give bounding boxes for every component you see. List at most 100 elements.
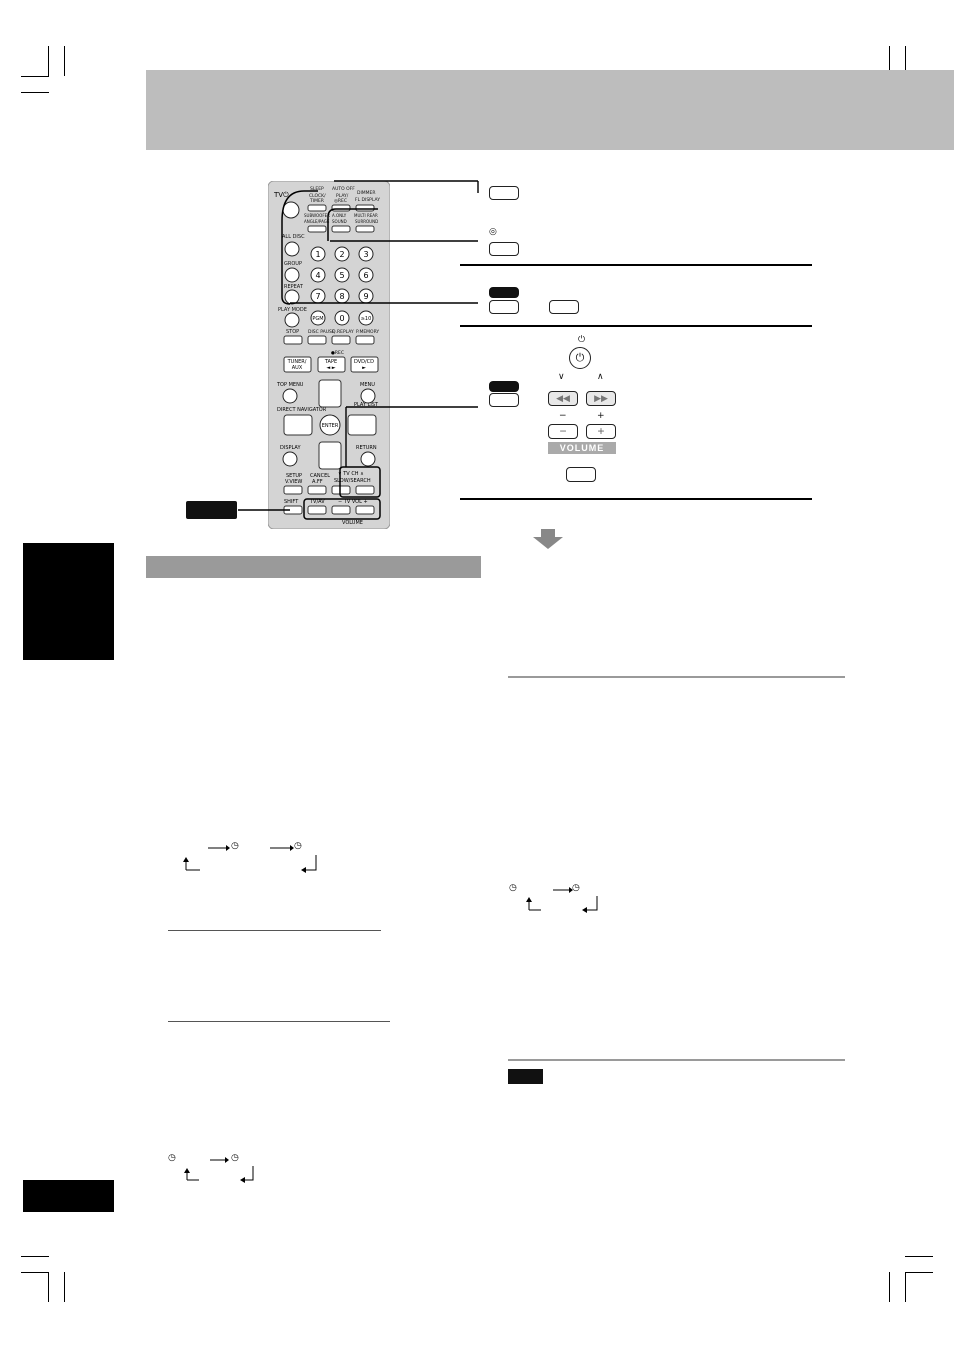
svg-text:0: 0 (339, 314, 344, 323)
svg-text:SLOW/SEARCH: SLOW/SEARCH (334, 478, 371, 484)
svg-text:GROUP: GROUP (284, 261, 302, 267)
crop-mark (48, 1272, 49, 1302)
svg-text:◎REC: ◎REC (334, 198, 347, 204)
section-rule (460, 264, 812, 266)
svg-text:2: 2 (339, 250, 344, 259)
tv-power-label: TV⏻ (273, 191, 289, 199)
crop-mark (48, 46, 49, 76)
forward-key-icon: ▶▶ (586, 391, 616, 406)
crop-mark (64, 46, 65, 76)
svg-text:TV/AV: TV/AV (309, 499, 325, 505)
svg-text:PLAY LIST: PLAY LIST (354, 402, 379, 408)
svg-text:SURROUND: SURROUND (355, 219, 378, 224)
svg-text:− TV VOL +: − TV VOL + (338, 499, 368, 505)
flow-diagram-1 (183, 845, 317, 873)
svg-text:DISC PAUSE: DISC PAUSE (308, 329, 335, 335)
crop-mark (21, 76, 49, 77)
svg-text:VOLUME: VOLUME (342, 520, 363, 526)
flow-diagram-2 (184, 1157, 254, 1183)
crop-mark (905, 46, 906, 76)
svg-text:PGM: PGM (312, 316, 323, 322)
note-label-box (508, 1069, 543, 1084)
svg-text:●REC: ●REC (331, 350, 344, 356)
svg-text:1: 1 (315, 250, 320, 259)
crop-mark (21, 92, 49, 93)
svg-text:DIRECT NAVIGATOR: DIRECT NAVIGATOR (277, 407, 327, 413)
down-arrow-icon (533, 529, 563, 549)
svg-text:6: 6 (363, 271, 368, 280)
crop-mark (889, 46, 890, 76)
svg-text:SOUND: SOUND (332, 219, 347, 224)
clock-symbol: ◷ (231, 841, 239, 851)
divider (168, 930, 381, 931)
numeric-key-icon (489, 300, 519, 314)
ch-up-symbol: ∧ (597, 372, 604, 382)
tv-key-icon (489, 393, 519, 407)
svg-text:P.MEMORY: P.MEMORY (356, 329, 379, 335)
svg-text:∨ TV CH ∧: ∨ TV CH ∧ (338, 471, 364, 477)
crop-mark (905, 1272, 933, 1273)
svg-text:MULTI REAR: MULTI REAR (354, 213, 378, 218)
vol-plus-key-icon: + (586, 424, 616, 439)
crop-mark (21, 1272, 49, 1273)
clock-symbol: ◷ (572, 883, 580, 893)
divider (168, 1021, 390, 1022)
power-symbol: ⏻ (578, 335, 586, 345)
section-rule (460, 325, 812, 327)
svg-text:AUTO OFF: AUTO OFF (332, 186, 355, 192)
page-number-tab (23, 1180, 114, 1212)
clock-symbol: ◷ (231, 1153, 239, 1163)
svg-text:ENTER: ENTER (322, 423, 339, 429)
svg-text:5: 5 (339, 271, 344, 280)
svg-text:REPEAT: REPEAT (284, 284, 304, 290)
svg-text:TOP MENU: TOP MENU (276, 382, 304, 388)
sleep-key-icon (489, 186, 519, 200)
svg-text:RETURN: RETURN (356, 445, 377, 451)
svg-text:SHIFT: SHIFT (284, 499, 299, 505)
crop-mark (905, 1272, 906, 1302)
svg-text:CLOCK/: CLOCK/ (309, 193, 326, 199)
numeric-key-icon-2 (549, 300, 579, 314)
svg-text:4: 4 (315, 271, 320, 280)
play-rec-key-icon (489, 242, 519, 256)
svg-text:CANCEL: CANCEL (310, 473, 330, 479)
crop-mark (889, 1272, 890, 1302)
svg-text:3: 3 (363, 250, 368, 259)
clock-symbol: ◷ (509, 883, 517, 893)
clock-symbol: ◷ (168, 1153, 176, 1163)
crop-mark (21, 1256, 49, 1257)
svg-text:FL DISPLAY: FL DISPLAY (355, 197, 380, 203)
vol-minus-key-icon: − (548, 424, 578, 439)
header-band (146, 70, 954, 150)
svg-text:DVD/CD: DVD/CD (354, 359, 374, 365)
ch-down-symbol: ∨ (558, 372, 565, 382)
svg-text:≥10: ≥10 (361, 316, 372, 322)
svg-text:Q.REPLAY: Q.REPLAY (332, 329, 354, 335)
svg-text:DISPLAY: DISPLAY (280, 445, 301, 451)
svg-text:STOP: STOP (286, 329, 299, 335)
power-button-icon: ⏻ (569, 347, 591, 369)
volume-label-bar: VOLUME (548, 442, 616, 454)
side-tab (23, 543, 114, 660)
svg-text:7: 7 (315, 292, 320, 301)
section-rule (460, 498, 812, 500)
rewind-key-icon: ◀◀ (548, 391, 578, 406)
vol-plus-symbol: + (597, 411, 605, 421)
svg-text:SLEEP: SLEEP (310, 186, 324, 192)
svg-text:SUBWOOFER: SUBWOOFER (304, 213, 330, 218)
svg-text:◄ ►: ◄ ► (326, 365, 335, 371)
svg-text:A.ONLY: A.ONLY (332, 213, 347, 218)
shift-key-icon-2 (489, 381, 519, 392)
divider (508, 676, 845, 678)
svg-text:DIMMER: DIMMER (357, 190, 376, 196)
svg-text:►: ► (362, 365, 366, 371)
crop-mark (905, 1256, 933, 1257)
section-heading-bar (146, 556, 481, 578)
tvav-key-icon (566, 467, 596, 482)
svg-text:V.VIEW: V.VIEW (285, 479, 302, 485)
crop-mark (64, 1272, 65, 1302)
svg-text:TAPE: TAPE (324, 359, 337, 365)
svg-text:A.FF: A.FF (312, 479, 323, 485)
svg-text:TUNER/: TUNER/ (287, 359, 307, 365)
